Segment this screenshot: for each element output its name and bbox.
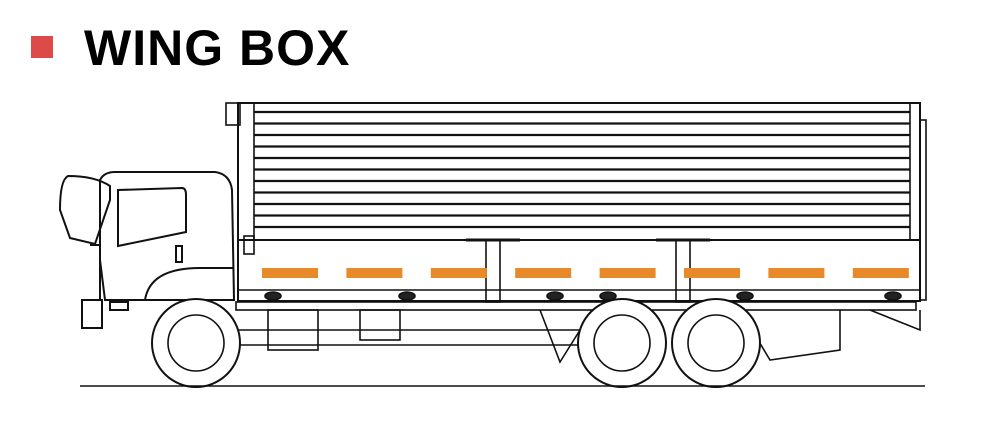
wheel-rim — [167, 314, 225, 372]
wheel-tire — [671, 298, 761, 388]
side-lamp — [599, 291, 617, 301]
side-lamp — [736, 291, 754, 301]
side-lamp — [546, 291, 564, 301]
cab — [58, 171, 236, 329]
chassis — [235, 238, 921, 364]
wheel-rim — [687, 314, 745, 372]
wheel-tire — [151, 298, 241, 388]
side-lamp — [398, 291, 416, 301]
marker-stripe — [262, 268, 318, 278]
side-lamp — [264, 291, 282, 301]
marker-stripe — [684, 268, 740, 278]
marker-stripe — [346, 268, 403, 278]
marker-stripe — [852, 268, 909, 278]
page-title: WING BOX — [84, 20, 351, 76]
wheel-rim — [593, 314, 651, 372]
title-bullet-square — [31, 36, 53, 58]
marker-stripe — [430, 268, 487, 278]
cargo-box — [225, 102, 927, 302]
side-lamp — [884, 291, 902, 301]
marker-stripe — [768, 268, 825, 278]
marker-stripe — [515, 268, 572, 278]
marker-stripe — [599, 268, 656, 278]
wheel-tire — [577, 298, 667, 388]
